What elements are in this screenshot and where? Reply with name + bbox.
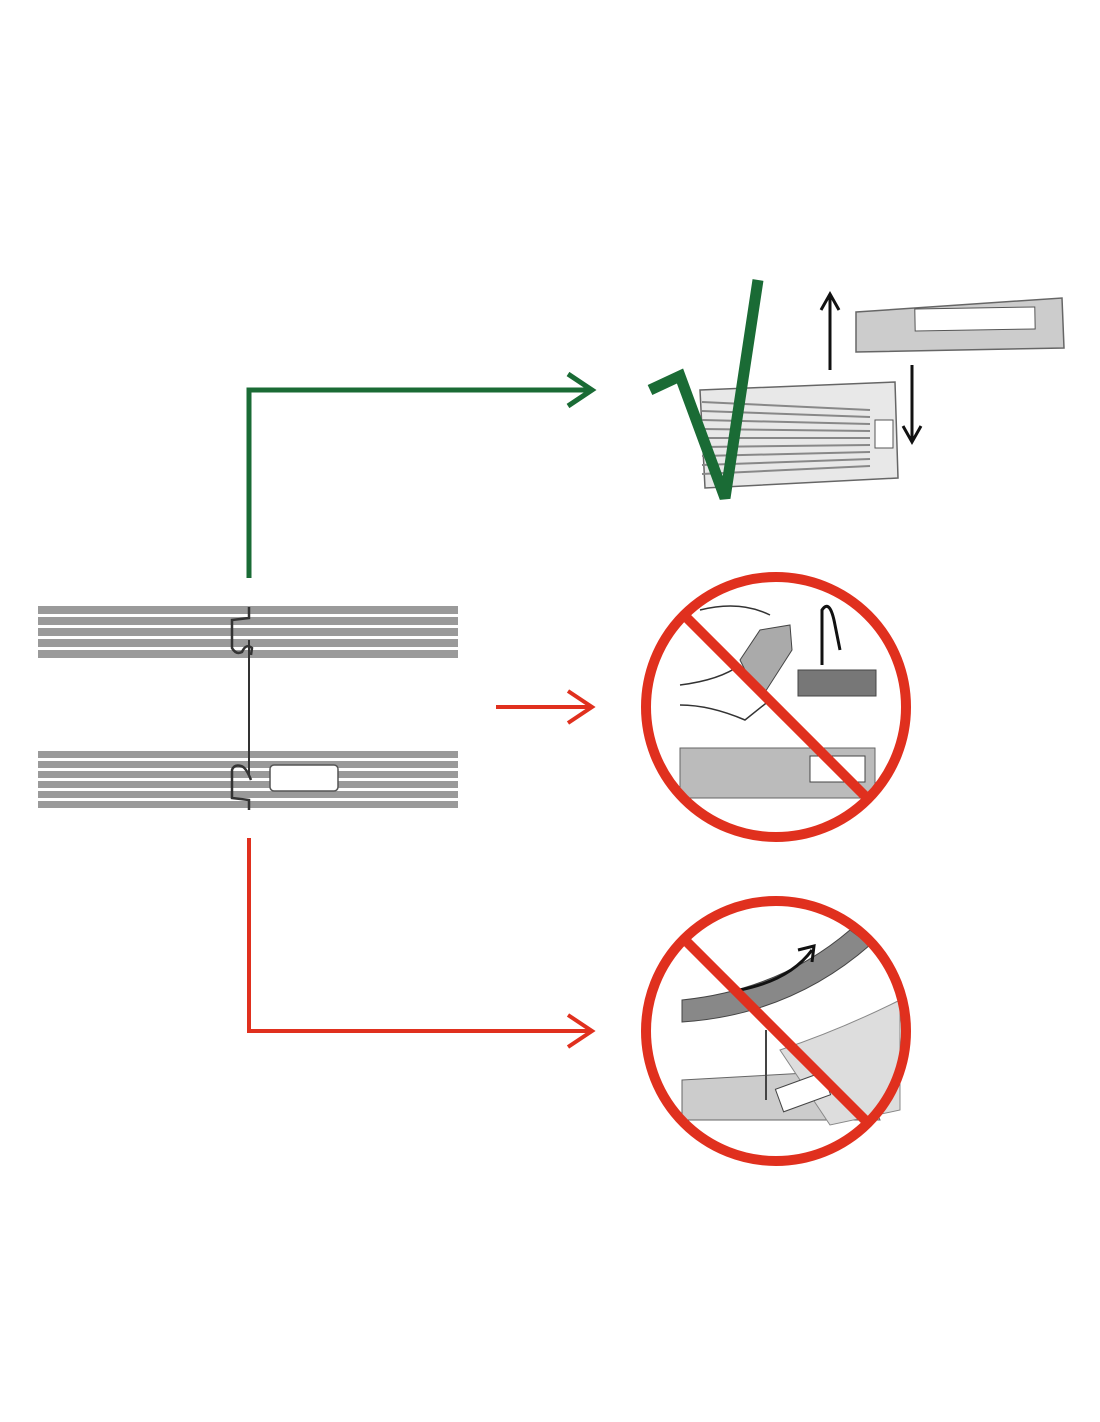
- curved-arrow-icon: [820, 604, 842, 665]
- arrow-right-icon: [566, 689, 596, 725]
- arrow-up-icon: [819, 290, 841, 370]
- arrow-correct-path: [246, 371, 597, 578]
- correct-illustration: [647, 279, 1065, 500]
- board-stripe: [38, 617, 458, 625]
- arrow-wrong-bottom: [247, 838, 596, 1049]
- joint-profile: [230, 607, 339, 810]
- board-grain: [701, 419, 871, 425]
- board-stripe: [38, 781, 458, 788]
- arrow-wrong-middle: [496, 689, 596, 725]
- arrow-right-icon: [566, 1013, 596, 1049]
- board-stripe: [38, 628, 458, 636]
- board-stripe: [38, 791, 458, 798]
- board-grain: [701, 401, 871, 411]
- wrong-illustration-bending: [641, 896, 911, 1166]
- prohibited-icon: [641, 572, 911, 842]
- check-mark-icon: [647, 279, 764, 500]
- arrow-down-icon: [901, 365, 923, 446]
- prohibited-icon: [641, 896, 911, 1166]
- wrong-illustration-lifting: [641, 572, 911, 842]
- board-grain: [701, 410, 871, 418]
- curved-arrow-icon: [739, 949, 814, 992]
- arrow-right-icon: [566, 371, 597, 409]
